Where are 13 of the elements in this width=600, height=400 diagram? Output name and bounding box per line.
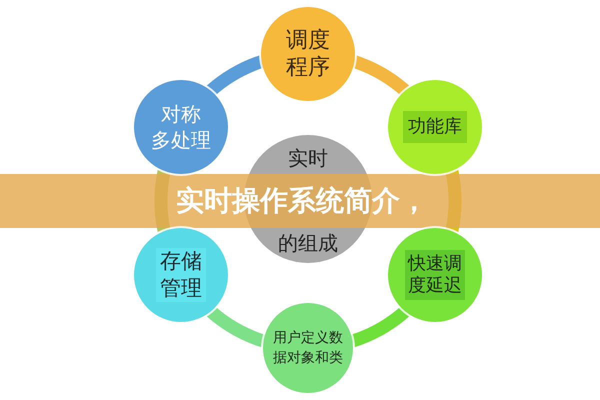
node-label: 实时 [288, 147, 328, 169]
node-label: 用户定义数据对象和类 [273, 329, 343, 368]
node-label: 存储管理 [156, 248, 206, 302]
node-label: 对称多处理 [151, 101, 211, 153]
node-label: 调度程序 [286, 27, 330, 81]
ring-arc [352, 55, 410, 96]
ring-arc [445, 170, 462, 232]
ring-arc [154, 170, 171, 232]
node-label: 功能库 [403, 111, 467, 143]
banner-title: 实时操作系统简介， [176, 183, 428, 219]
ring-arc [206, 55, 264, 96]
node-label: 快速调度延迟 [405, 250, 465, 300]
node-label: 的组成 [278, 232, 338, 254]
